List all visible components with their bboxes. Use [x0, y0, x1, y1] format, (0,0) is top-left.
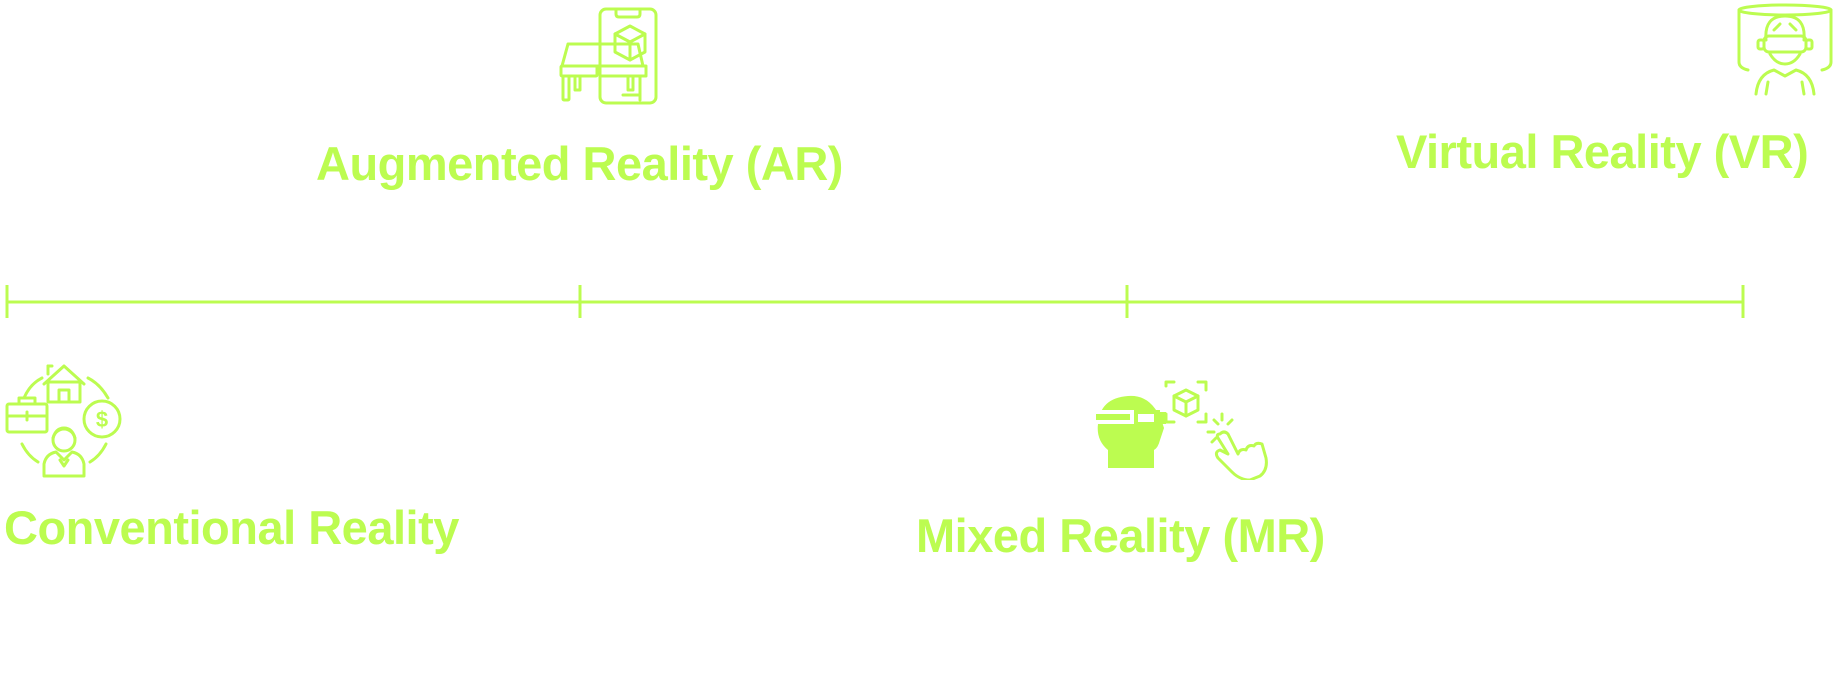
stage-label-mixed-reality: Mixed Reality (MR) — [916, 509, 1325, 562]
timeline — [5, 285, 1745, 318]
headset-cube-hand-icon — [1096, 380, 1268, 480]
stage-label-augmented-reality: Augmented Reality (AR) — [316, 137, 843, 190]
svg-text:$: $ — [96, 407, 108, 432]
vr-headset-person-icon — [1737, 3, 1833, 96]
stage-label-conventional-reality: Conventional Reality — [4, 501, 459, 554]
people-money-home-briefcase-icon: $ — [5, 364, 122, 478]
stage-label-virtual-reality: Virtual Reality (VR) — [1396, 125, 1809, 178]
phone-desk-cube-icon — [559, 7, 658, 105]
